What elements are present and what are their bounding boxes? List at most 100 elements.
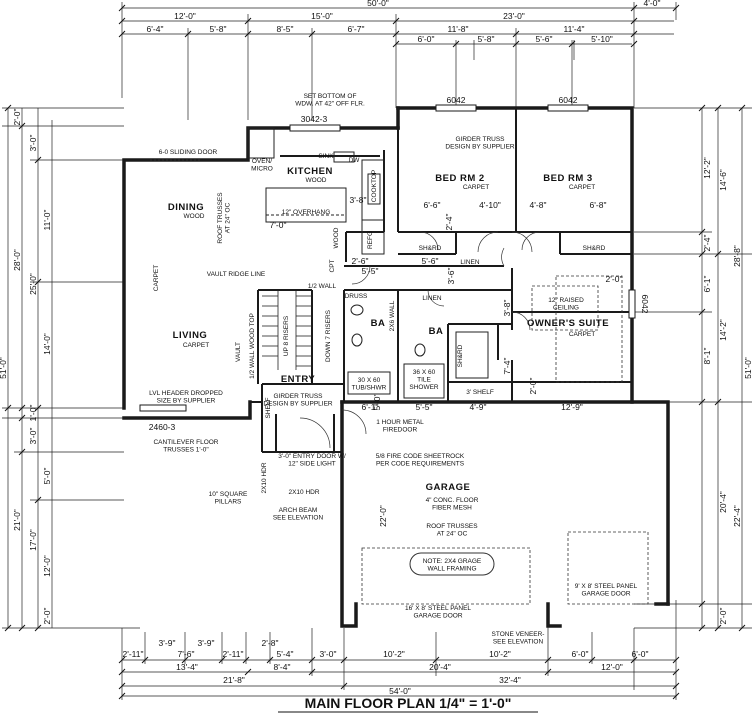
dim-label: 5'-10" [591,34,613,44]
dim-label: 8'-5" [277,24,294,34]
note-wood: WOOD [333,227,340,248]
dim-label: 21'-8" [223,675,245,685]
dim-label: 2'-4" [702,235,712,252]
room-label-bed2: BED RM 2 [435,173,484,184]
dim-label: 2'-0" [718,608,728,625]
window-markers [139,104,636,412]
note-stone-veneer: STONE VENEER-SEE ELEVATION [492,631,545,645]
dim-label: 3'-0" [320,649,337,659]
dim-interior: 4'-10" [479,200,501,210]
dim-label: 5'-8" [478,34,495,44]
dim-label: 3'-0" [28,428,38,445]
dim-label: 5'-6" [536,34,553,44]
dim-label: 20'-4" [429,662,451,672]
note-oven: OVEN/MICRO [251,158,273,172]
dim-label: 5'-8" [210,24,227,34]
bath-fixtures [347,304,489,399]
dim-label: 15'-0" [311,11,333,21]
dim-label: 2'-11" [122,649,143,659]
dim-bottom-overall: 54'-0" [389,686,411,696]
room-floor-bed3: CARPET [569,184,595,191]
room-floor-living: CARPET [183,342,209,349]
room-label-bed3: BED RM 3 [543,173,592,184]
dim-label: 2'-11" [222,649,243,659]
window-label: 6042 [640,295,650,314]
window-label: 6042 [447,95,466,105]
dim-label: 12'-0" [174,11,196,21]
dim-label: 23'-0" [503,11,525,21]
dim-label: 32'-4" [499,675,521,685]
dim-interior: 3'-6" [446,268,456,285]
note-up-risers: UP 8 RISERS [283,315,290,356]
dim-interior: 6'-8" [590,200,607,210]
dim-label: 14'-2" [718,319,728,341]
dim-interior: 2'-4" [444,214,454,231]
dim-label: 6'-7" [348,24,365,34]
note-cpt: CPT [329,259,336,272]
dim-label: 10'-2" [489,649,511,659]
dim-label: 28'-0" [12,249,22,271]
dim-interior: 5'-0" [372,394,382,411]
dim-label: 3'-9" [159,638,176,648]
dim-label: 6'-0" [418,34,435,44]
dim-label: 13'-4" [176,662,198,672]
dim-label: 11'-4" [563,24,584,34]
room-floor-kitchen: WOOD [306,177,327,184]
note-shelf: SHELF [265,397,272,418]
dim-right-overall: 51'-0" [743,357,753,379]
note-shelf-suite: 3' SHELF [466,389,494,396]
dim-label: 20'-4" [718,491,728,513]
dim-label: 2'-0" [12,109,22,126]
room-label-dining: DINING [168,202,204,213]
dimension-labels: 50'-0" 4'-0" 12'-0" 15'-0" 23'-0" 6'-4" … [0,0,753,696]
window-labels: 6042 6042 3042-3 6042 2460-3 [149,95,650,432]
dim-interior: 3'-8" [350,195,367,205]
garage-details [361,275,649,605]
dim-interior: 7'-4" [502,358,512,375]
dimension-lines [2,2,752,700]
note-linen-bath: LINEN [422,295,441,302]
dimension-ticks [4,4,746,700]
door-swings [150,159,541,449]
dim-label: 6'-1" [702,276,712,293]
dim-label: 8'-1" [702,348,712,365]
window-label: 2460-3 [149,422,176,432]
note-carpet: CARPET [153,265,160,291]
room-label-bath-1: BA [371,318,386,329]
dim-interior: 2'-0" [528,378,538,395]
room-label-bath-2: BA [429,326,444,337]
room-label-owners-suite: OWNER'S SUITE [527,318,609,329]
note-linen-hall: LINEN [460,259,479,266]
dim-label: 6'-4" [147,24,164,34]
dim-label: 1'-0" [28,405,38,422]
room-floor-bed2: CARPET [463,184,489,191]
dim-label: 7'-6" [178,649,195,659]
note-2x10-header-b: 2X10 HDR [288,489,319,496]
dim-label: 25'-0" [28,273,38,295]
dim-label: 3'-9" [198,638,215,648]
note-2x10-header-a: 2X10 HDR [261,462,268,493]
dim-interior: 5'-6" [422,256,439,266]
dim-left-overall: 51'-0" [0,357,8,379]
dim-interior: 22'-0" [378,505,388,527]
note-half-wall-wood-top: 1/2 WALL WOOD TOP [249,313,256,379]
note-refg: REFG [367,231,374,249]
dim-label: 11'-8" [447,24,468,34]
dim-interior: 5'-5" [362,266,379,276]
dim-label: 12'-0" [42,555,52,577]
dim-label: 14'-6" [718,169,728,191]
window-label: 6042 [559,95,578,105]
kitchen-fixtures [247,127,385,255]
